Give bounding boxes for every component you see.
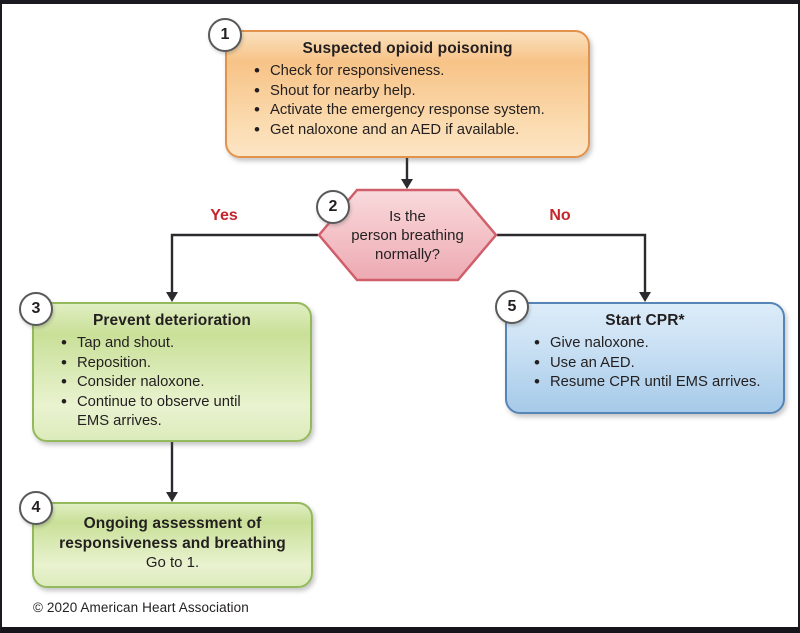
branch-label-no: No: [549, 207, 571, 224]
step5-number-badge: 5: [495, 290, 529, 324]
step3-box-prevent-deterioration: Prevent deterioration Tap and shout.Repo…: [32, 302, 312, 442]
decision-question-line1: Is the: [389, 207, 426, 225]
step1-box-suspected-opioid-poisoning: Suspected opioid poisoning Check for res…: [225, 30, 590, 158]
step5-title: Start CPR*: [605, 312, 685, 329]
step3-number-badge: 3: [19, 292, 53, 326]
bullet-item: Get naloxone and an AED if available.: [253, 120, 582, 141]
step3-bullet-list: Tap and shout.Reposition.Consider naloxo…: [34, 333, 310, 432]
step4-title-line2: responsiveness and breathing: [59, 534, 286, 552]
step1-number-badge: 1: [208, 18, 242, 52]
step2-number: 2: [328, 198, 338, 215]
step3-number: 3: [31, 300, 41, 317]
arrowhead-box5: [639, 292, 651, 302]
decision-question-line3: normally?: [374, 245, 441, 263]
decision-question-line2: person breathing: [351, 226, 464, 244]
arrow-yes-branch: [170, 233, 318, 293]
step4-title: Ongoing assessment of responsiveness and…: [34, 507, 311, 553]
step5-number: 5: [507, 298, 517, 315]
step1-number: 1: [220, 26, 230, 43]
step3-title: Prevent deterioration: [92, 312, 251, 329]
step2-number-badge: 2: [316, 190, 350, 224]
step4-note-go-to-1: Go to 1.: [145, 554, 200, 571]
step1-bullet-list: Check for responsiveness.Shout for nearb…: [227, 61, 588, 141]
copyright-text: © 2020 American Heart Association: [33, 600, 249, 615]
bullet-item: Give naloxone.: [533, 333, 777, 354]
step4-number-badge: 4: [19, 491, 53, 525]
step4-title-line1: Ongoing assessment of: [83, 515, 262, 532]
arrowhead-box4: [166, 492, 178, 502]
step5-box-start-cpr: Start CPR* Give naloxone.Use an AED.Resu…: [505, 302, 785, 414]
bullet-item: Resume CPR until EMS arrives.: [533, 372, 777, 393]
bullet-item: Reposition.: [60, 353, 263, 374]
bullet-item: Check for responsiveness.: [253, 61, 582, 82]
bullet-item: Continue to observe until EMS arrives.: [60, 392, 263, 432]
bullet-item: Tap and shout.: [60, 333, 263, 354]
bullet-item: Consider naloxone.: [60, 372, 263, 393]
decision-question: Is the person breathing normally?: [317, 188, 498, 282]
bullet-item: Shout for nearby help.: [253, 81, 582, 102]
branch-label-yes: Yes: [210, 207, 238, 224]
step1-title: Suspected opioid poisoning: [302, 40, 513, 57]
bullet-item: Activate the emergency response system.: [253, 100, 582, 121]
arrowhead-box3: [166, 292, 178, 302]
decision-hexagon-shape: [317, 188, 498, 282]
step2-decision-breathing-normally: Is the person breathing normally?: [317, 188, 498, 282]
step4-box-ongoing-assessment: Ongoing assessment of responsiveness and…: [32, 502, 313, 588]
step5-bullet-list: Give naloxone.Use an AED.Resume CPR unti…: [507, 333, 783, 393]
bullet-item: Use an AED.: [533, 353, 777, 374]
step4-number: 4: [31, 499, 41, 516]
arrow-no-branch: [497, 233, 647, 293]
